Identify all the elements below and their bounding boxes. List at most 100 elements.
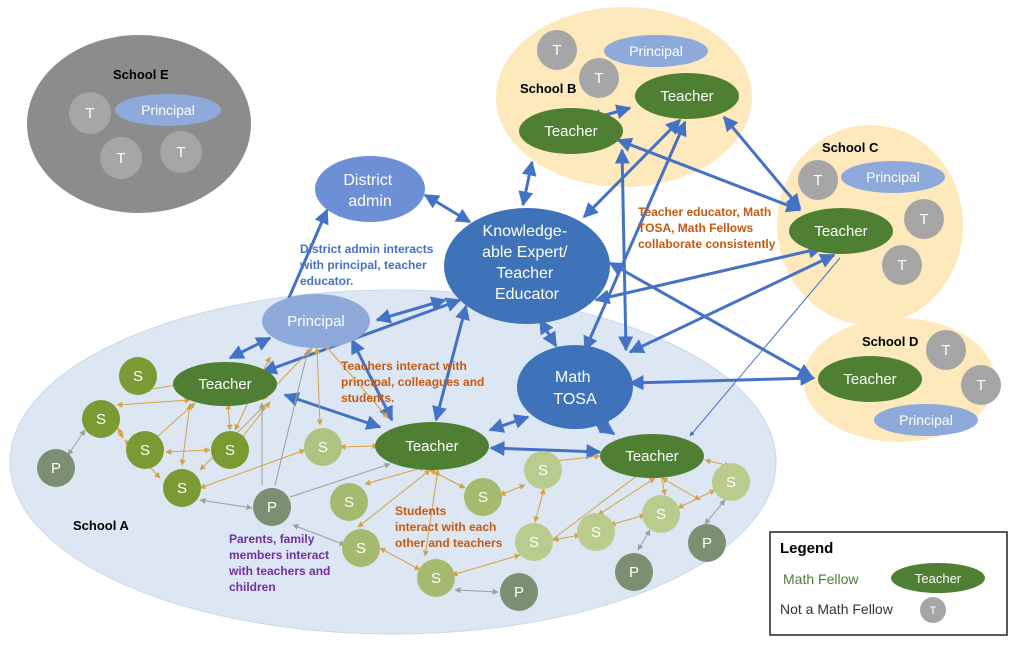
legend-fellow-sample [891,563,985,593]
student-node: S [417,559,455,597]
student-node: S [126,431,164,469]
student-node: S [304,428,342,466]
legend-nonfellow-label: Not a Math Fellow [780,601,894,617]
legend: Legend Math Fellow Teacher Not a Math Fe… [769,531,1008,636]
svg-text:S: S [431,570,441,587]
teacher-b2: Teacher [635,73,739,119]
svg-text:S: S [225,442,235,459]
student-node: S [82,400,120,438]
school-c-label: School C [822,140,879,155]
teacher-c: Teacher [789,208,893,254]
t-node: T [904,199,944,239]
principal-c-label: Principal [866,169,920,185]
math-tosa-label: Math TOSA [553,369,597,408]
teacher-a2: Teacher [375,422,489,470]
svg-text:T: T [594,70,603,87]
svg-text:S: S [591,524,601,541]
svg-text:P: P [267,499,277,516]
teacher-a3: Teacher [600,434,704,478]
student-node: S [342,529,380,567]
legend-nonfellow-sample [920,597,946,623]
principal-c: Principal [841,161,945,193]
svg-text:S: S [656,506,666,523]
student-node: S [211,431,249,469]
school-d-label: School D [862,334,918,349]
legend-fellow-label: Math Fellow [783,571,859,587]
principal-e-label: Principal [141,102,195,118]
svg-text:T: T [176,144,185,161]
principal-b: Principal [604,35,708,67]
student-node: S [712,463,750,501]
t-node: T [69,92,111,134]
svg-text:T: T [897,257,906,274]
t-node: T [798,160,838,200]
svg-text:S: S [356,540,366,557]
student-node: S [464,478,502,516]
t-node: T [882,245,922,285]
student-node: S [515,523,553,561]
svg-text:T: T [930,605,937,617]
teacher-b2-label: Teacher [660,88,713,105]
parent-node: P [688,524,726,562]
student-node: S [163,469,201,507]
student-node: S [119,357,157,395]
t-node: T [537,30,577,70]
principal-d-label: Principal [899,412,953,428]
teacher-d-label: Teacher [843,371,896,388]
t-node: T [579,58,619,98]
teacher-a2-label: Teacher [405,438,458,455]
district-admin-node [315,156,425,222]
svg-text:S: S [538,462,548,479]
principal-a: Principal [262,294,370,348]
parent-node: P [253,488,291,526]
svg-text:T: T [919,211,928,228]
annotation-students: Students interact with each other and te… [395,504,503,550]
svg-text:T: T [116,150,125,167]
svg-text:T: T [552,42,561,59]
svg-text:P: P [702,535,712,552]
annotation-district: District admin interacts with principal,… [299,242,437,288]
t-node: T [160,131,202,173]
svg-text:S: S [726,474,736,491]
svg-text:S: S [318,439,328,456]
svg-text:Teacher: Teacher [915,571,962,586]
student-node: S [330,483,368,521]
teacher-d: Teacher [818,356,922,402]
teacher-b1-label: Teacher [544,123,597,140]
district-admin-label: District admin [343,172,396,210]
parent-node: P [615,553,653,591]
svg-text:T: T [85,105,94,122]
expert-node [444,208,610,324]
svg-text:S: S [478,489,488,506]
annotation-parents: Parents, family members interact with te… [228,532,334,594]
student-node: S [524,451,562,489]
school-e-region [27,35,251,213]
student-node: S [577,513,615,551]
svg-text:T: T [941,342,950,359]
math-tosa-node [517,345,633,429]
principal-d: Principal [874,404,978,436]
teacher-a1: Teacher [173,362,277,406]
svg-text:S: S [177,480,187,497]
blue-arrows [228,104,836,459]
t-node: T [926,330,966,370]
svg-text:P: P [51,460,61,477]
teacher-a1-label: Teacher [198,376,251,393]
svg-text:P: P [514,584,524,601]
svg-text:S: S [529,534,539,551]
principal-a-label: Principal [287,313,345,330]
expert-label: Knowledge- able Expert/ Teacher Educator [482,223,572,303]
svg-text:S: S [133,368,143,385]
student-node: S [642,495,680,533]
parent-node: P [500,573,538,611]
svg-text:S: S [96,411,106,428]
thin-blue-link [689,257,841,437]
t-node: T [961,365,1001,405]
school-a-label: School A [73,518,129,533]
svg-text:P: P [629,564,639,581]
svg-text:S: S [140,442,150,459]
svg-text:S: S [344,494,354,511]
parent-node: P [37,449,75,487]
